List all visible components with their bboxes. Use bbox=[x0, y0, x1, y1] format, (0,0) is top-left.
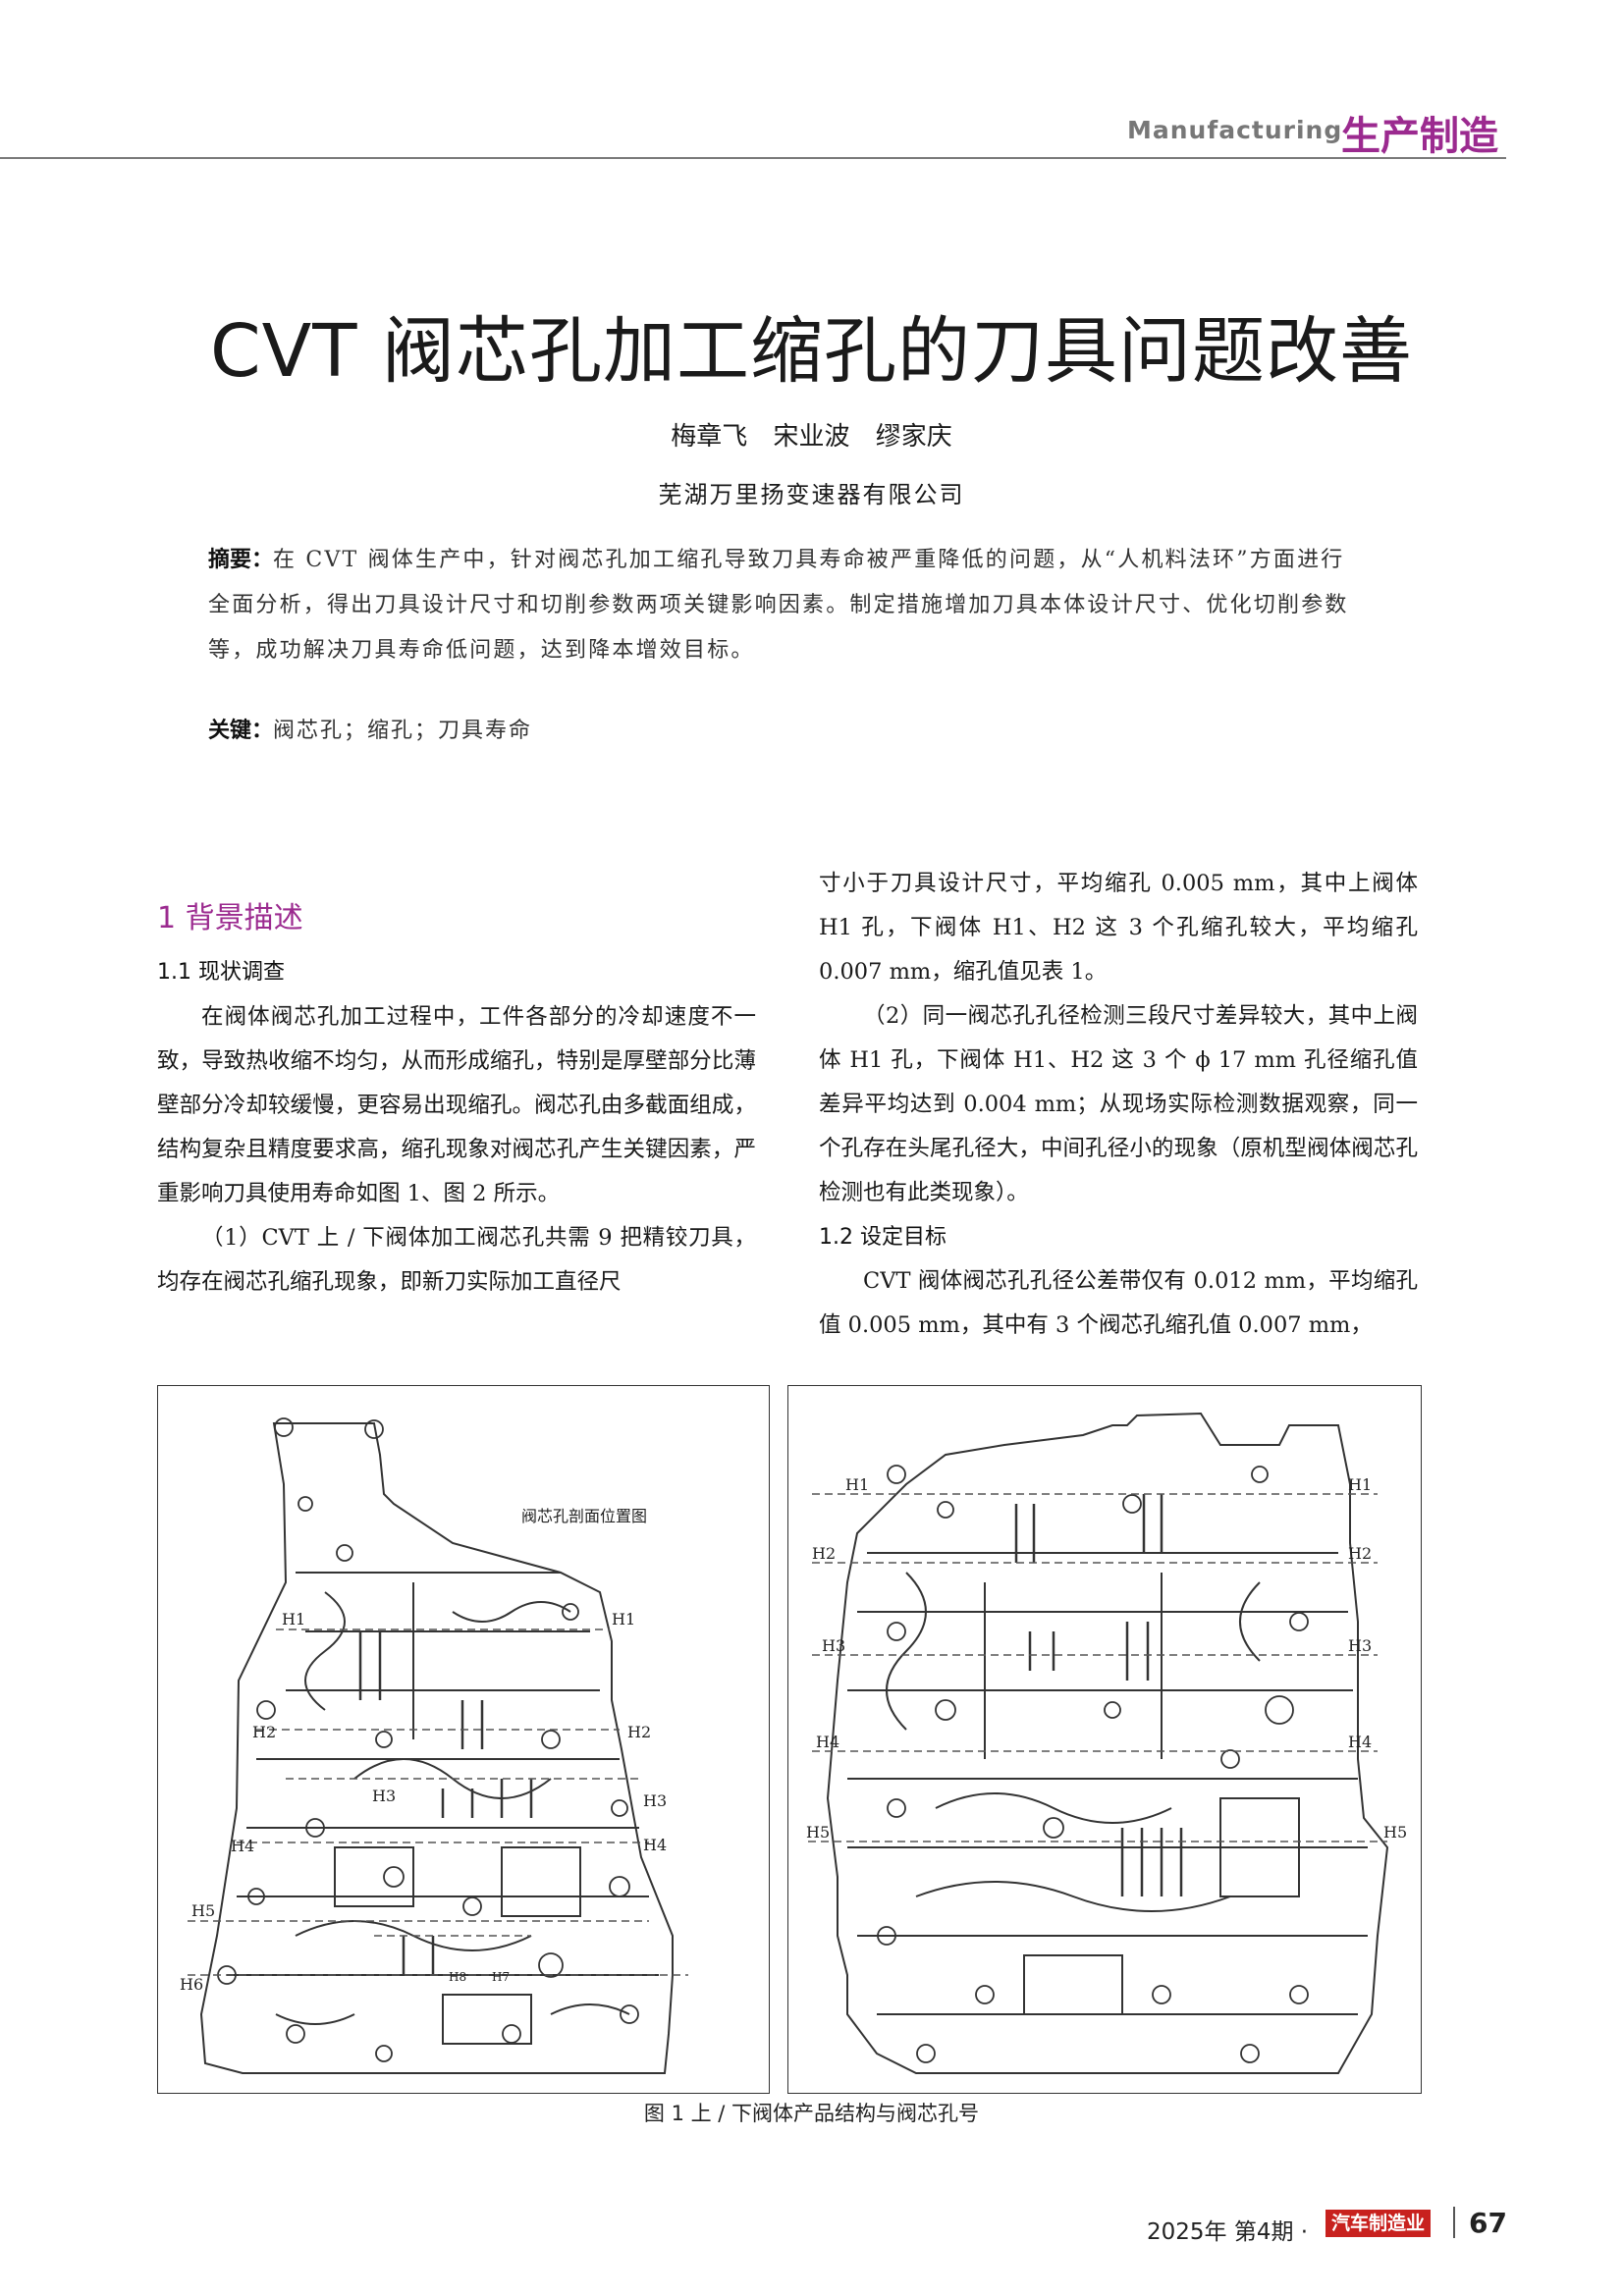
footer-divider bbox=[1453, 2207, 1455, 2238]
left-label: H3 bbox=[643, 1791, 667, 1810]
footer-issue: 2025年 第4期 · bbox=[1147, 2219, 1309, 2245]
left-label: H2 bbox=[252, 1723, 276, 1741]
right-column: 寸小于刀具设计尺寸，平均缩孔 0.005 mm，其中上阀体 H1 孔，下阀体 H… bbox=[819, 862, 1418, 1348]
keywords-label: 关键： bbox=[208, 719, 274, 743]
page-number: 67 bbox=[1469, 2207, 1507, 2239]
header-section-zh: 生产制造 bbox=[1341, 114, 1498, 159]
keywords: 关键：阀芯孔；缩孔；刀具寿命 bbox=[208, 715, 1367, 748]
lower-valve-body-drawing: H1 H1 H2 H2 H3 H3 H4 H4 H5 H5 bbox=[806, 1412, 1407, 2074]
left-label: H7 bbox=[492, 1970, 510, 1984]
right-label: H3 bbox=[1348, 1636, 1372, 1655]
right-paragraph-1: 寸小于刀具设计尺寸，平均缩孔 0.005 mm，其中上阀体 H1 孔，下阀体 H… bbox=[819, 871, 1418, 985]
subsection-1-1-title: 1.1 现状调查 bbox=[157, 960, 285, 985]
article-affiliation: 芜湖万里扬变速器有限公司 bbox=[658, 481, 965, 508]
right-paragraph-2: （2）同一阀芯孔孔径检测三段尺寸差异较大，其中上阀体 H1 孔，下阀体 H1、H… bbox=[819, 1003, 1418, 1205]
right-label: H1 bbox=[845, 1475, 869, 1494]
right-label: H5 bbox=[806, 1823, 830, 1842]
right-label: H2 bbox=[812, 1544, 836, 1563]
keywords-text: 阀芯孔；缩孔；刀具寿命 bbox=[273, 719, 533, 743]
left-paragraph-1: 在阀体阀芯孔加工过程中，工件各部分的冷却速度不一致，导致热收缩不均匀，从而形成缩… bbox=[157, 1004, 756, 1206]
section-1-title: 1 背景描述 bbox=[157, 901, 303, 935]
figure-1-upper-valve-body: 阀芯孔剖面位置图 H1 H1 H2 H2 H3 H3 H4 H4 H5 H6 H… bbox=[157, 1385, 770, 2094]
left-label: H6 bbox=[180, 1975, 203, 1994]
right-label: H4 bbox=[816, 1733, 839, 1751]
header-rule bbox=[0, 157, 1506, 159]
figure-annotation: 阀芯孔剖面位置图 bbox=[521, 1507, 647, 1525]
header-section-en: Manufacturing bbox=[1127, 116, 1343, 144]
abstract-label: 摘要： bbox=[208, 548, 274, 572]
article-title: CVT 阀芯孔加工缩孔的刀具问题改善 bbox=[209, 309, 1413, 394]
subsection-1-2-title: 1.2 设定目标 bbox=[819, 1225, 947, 1250]
left-label: H1 bbox=[282, 1610, 305, 1629]
abstract-text: 在 CVT 阀体生产中，针对阀芯孔加工缩孔导致刀具寿命被严重降低的问题，从“人机… bbox=[208, 548, 1349, 663]
left-label: H3 bbox=[372, 1787, 396, 1805]
right-paragraph-3: CVT 阀体阀芯孔孔径公差带仅有 0.012 mm，平均缩孔值 0.005 mm… bbox=[819, 1268, 1418, 1338]
right-label: H1 bbox=[1348, 1475, 1372, 1494]
figure-1-lower-valve-body: H1 H1 H2 H2 H3 H3 H4 H4 H5 H5 bbox=[787, 1385, 1422, 2094]
left-label: H8 bbox=[449, 1970, 466, 1984]
left-label: H1 bbox=[612, 1610, 635, 1629]
left-column: 在阀体阀芯孔加工过程中，工件各部分的冷却速度不一致，导致热收缩不均匀，从而形成缩… bbox=[157, 995, 756, 1305]
footer-magazine-logo: 汽车制造业 bbox=[1325, 2210, 1432, 2237]
abstract: 摘要：在 CVT 阀体生产中，针对阀芯孔加工缩孔导致刀具寿命被严重降低的问题，从… bbox=[208, 538, 1367, 673]
left-label: H2 bbox=[627, 1723, 651, 1741]
left-label: H4 bbox=[643, 1836, 667, 1854]
right-label: H4 bbox=[1348, 1733, 1372, 1751]
upper-valve-body-drawing: 阀芯孔剖面位置图 H1 H1 H2 H2 H3 H3 H4 H4 H5 H6 H… bbox=[180, 1417, 688, 2074]
right-label: H5 bbox=[1383, 1823, 1407, 1842]
left-paragraph-2: （1）CVT 上 / 下阀体加工阀芯孔共需 9 把精铰刀具，均存在阀芯孔缩孔现象… bbox=[157, 1225, 756, 1295]
left-label: H4 bbox=[231, 1837, 254, 1855]
right-label: H3 bbox=[822, 1636, 845, 1655]
article-authors: 梅章飞 宋业波 缪家庆 bbox=[671, 422, 952, 452]
figure-1-caption: 图 1 上 / 下阀体产品结构与阀芯孔号 bbox=[643, 2102, 980, 2125]
left-label: H5 bbox=[191, 1901, 215, 1920]
right-label: H2 bbox=[1348, 1544, 1372, 1563]
